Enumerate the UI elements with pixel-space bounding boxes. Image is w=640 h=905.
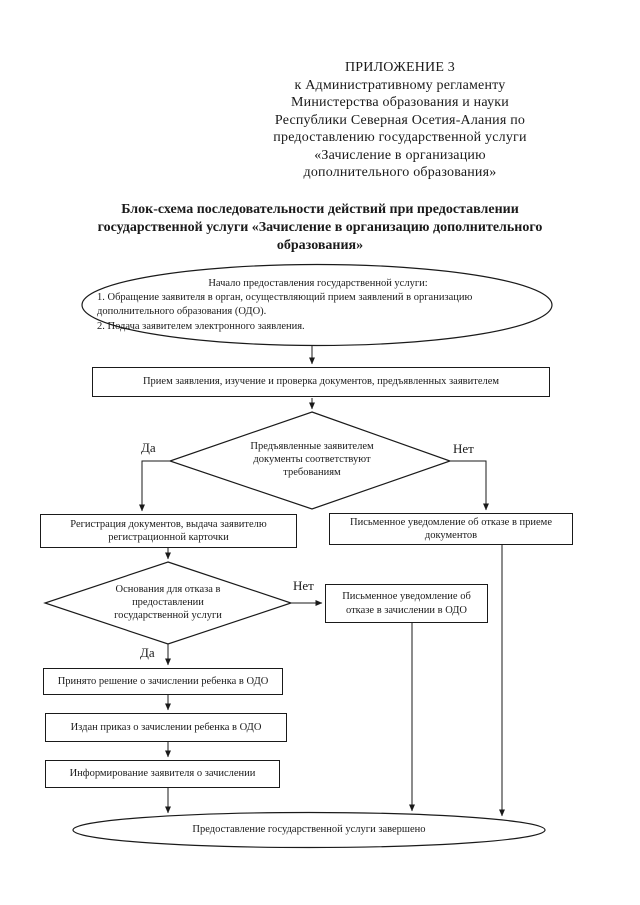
- connector-no-to-refusal-accept: [450, 460, 489, 511]
- step-refusal-accept: Письменное уведомление об отказе в прием…: [329, 513, 573, 545]
- start-node-item-2: 2. Подача заявителем электронного заявле…: [97, 320, 305, 332]
- header-line-2: к Административному регламенту: [294, 77, 506, 93]
- start-node-heading: Начало предоставления государственной ус…: [208, 278, 428, 289]
- start-node: Начало предоставления государственной ус…: [97, 277, 539, 334]
- label-no-docs: Нет: [453, 441, 474, 456]
- title-line-3: образования»: [276, 237, 364, 253]
- decision-grounds-text: Основания для отказа в предоставлении го…: [114, 584, 222, 622]
- page-title: Блок-схема последовательности действий п…: [20, 201, 620, 254]
- start-node-item-1: 1. Обращение заявителя в орган, осуществ…: [97, 292, 473, 318]
- start-ellipse-shape: [81, 263, 553, 347]
- step-inform: Информирование заявителя о зачислении: [45, 760, 280, 788]
- end-ellipse-shape: [72, 811, 546, 849]
- step-registration: Регистрация документов, выдача заявителю…: [40, 514, 297, 548]
- label-no-grounds: Нет: [293, 578, 314, 593]
- title-line-2: государственной услуги «Зачисление в орг…: [97, 219, 543, 235]
- header-line-3: Министерства образования и науки: [291, 95, 509, 110]
- header-line-6: «Зачисление в организацию: [314, 147, 486, 163]
- step-intake: Прием заявления, изучение и проверка док…: [92, 367, 550, 397]
- connector-yes-to-registration: [139, 460, 170, 512]
- end-node: Предоставление государственной услуги за…: [192, 824, 426, 835]
- title-line-1: Блок-схема последовательности действий п…: [121, 202, 519, 217]
- header-line-4: Республики Северная Осетия-Алания по: [274, 112, 526, 128]
- label-yes-grounds: Да: [140, 645, 155, 660]
- step-order-issued: Издан приказ о зачислении ребенка в ОДО: [45, 713, 287, 742]
- decision-docs-text: Предъявленные заявителем документы соотв…: [250, 441, 374, 479]
- decision-docs-diamond-shape: [168, 411, 452, 510]
- appendix-header: ПРИЛОЖЕНИЕ 3 к Административному регламе…: [180, 59, 620, 182]
- header-line-5: предоставлению государственной услуги: [273, 130, 527, 145]
- label-yes-docs: Да: [141, 440, 156, 455]
- header-line-7: дополнительного образования»: [303, 165, 497, 180]
- header-line-1: ПРИЛОЖЕНИЕ 3: [344, 60, 456, 75]
- step-decision-made: Принято решение о зачислении ребенка в О…: [43, 668, 283, 695]
- step-refusal-enroll: Письменное уведомление об отказе в зачис…: [325, 584, 488, 623]
